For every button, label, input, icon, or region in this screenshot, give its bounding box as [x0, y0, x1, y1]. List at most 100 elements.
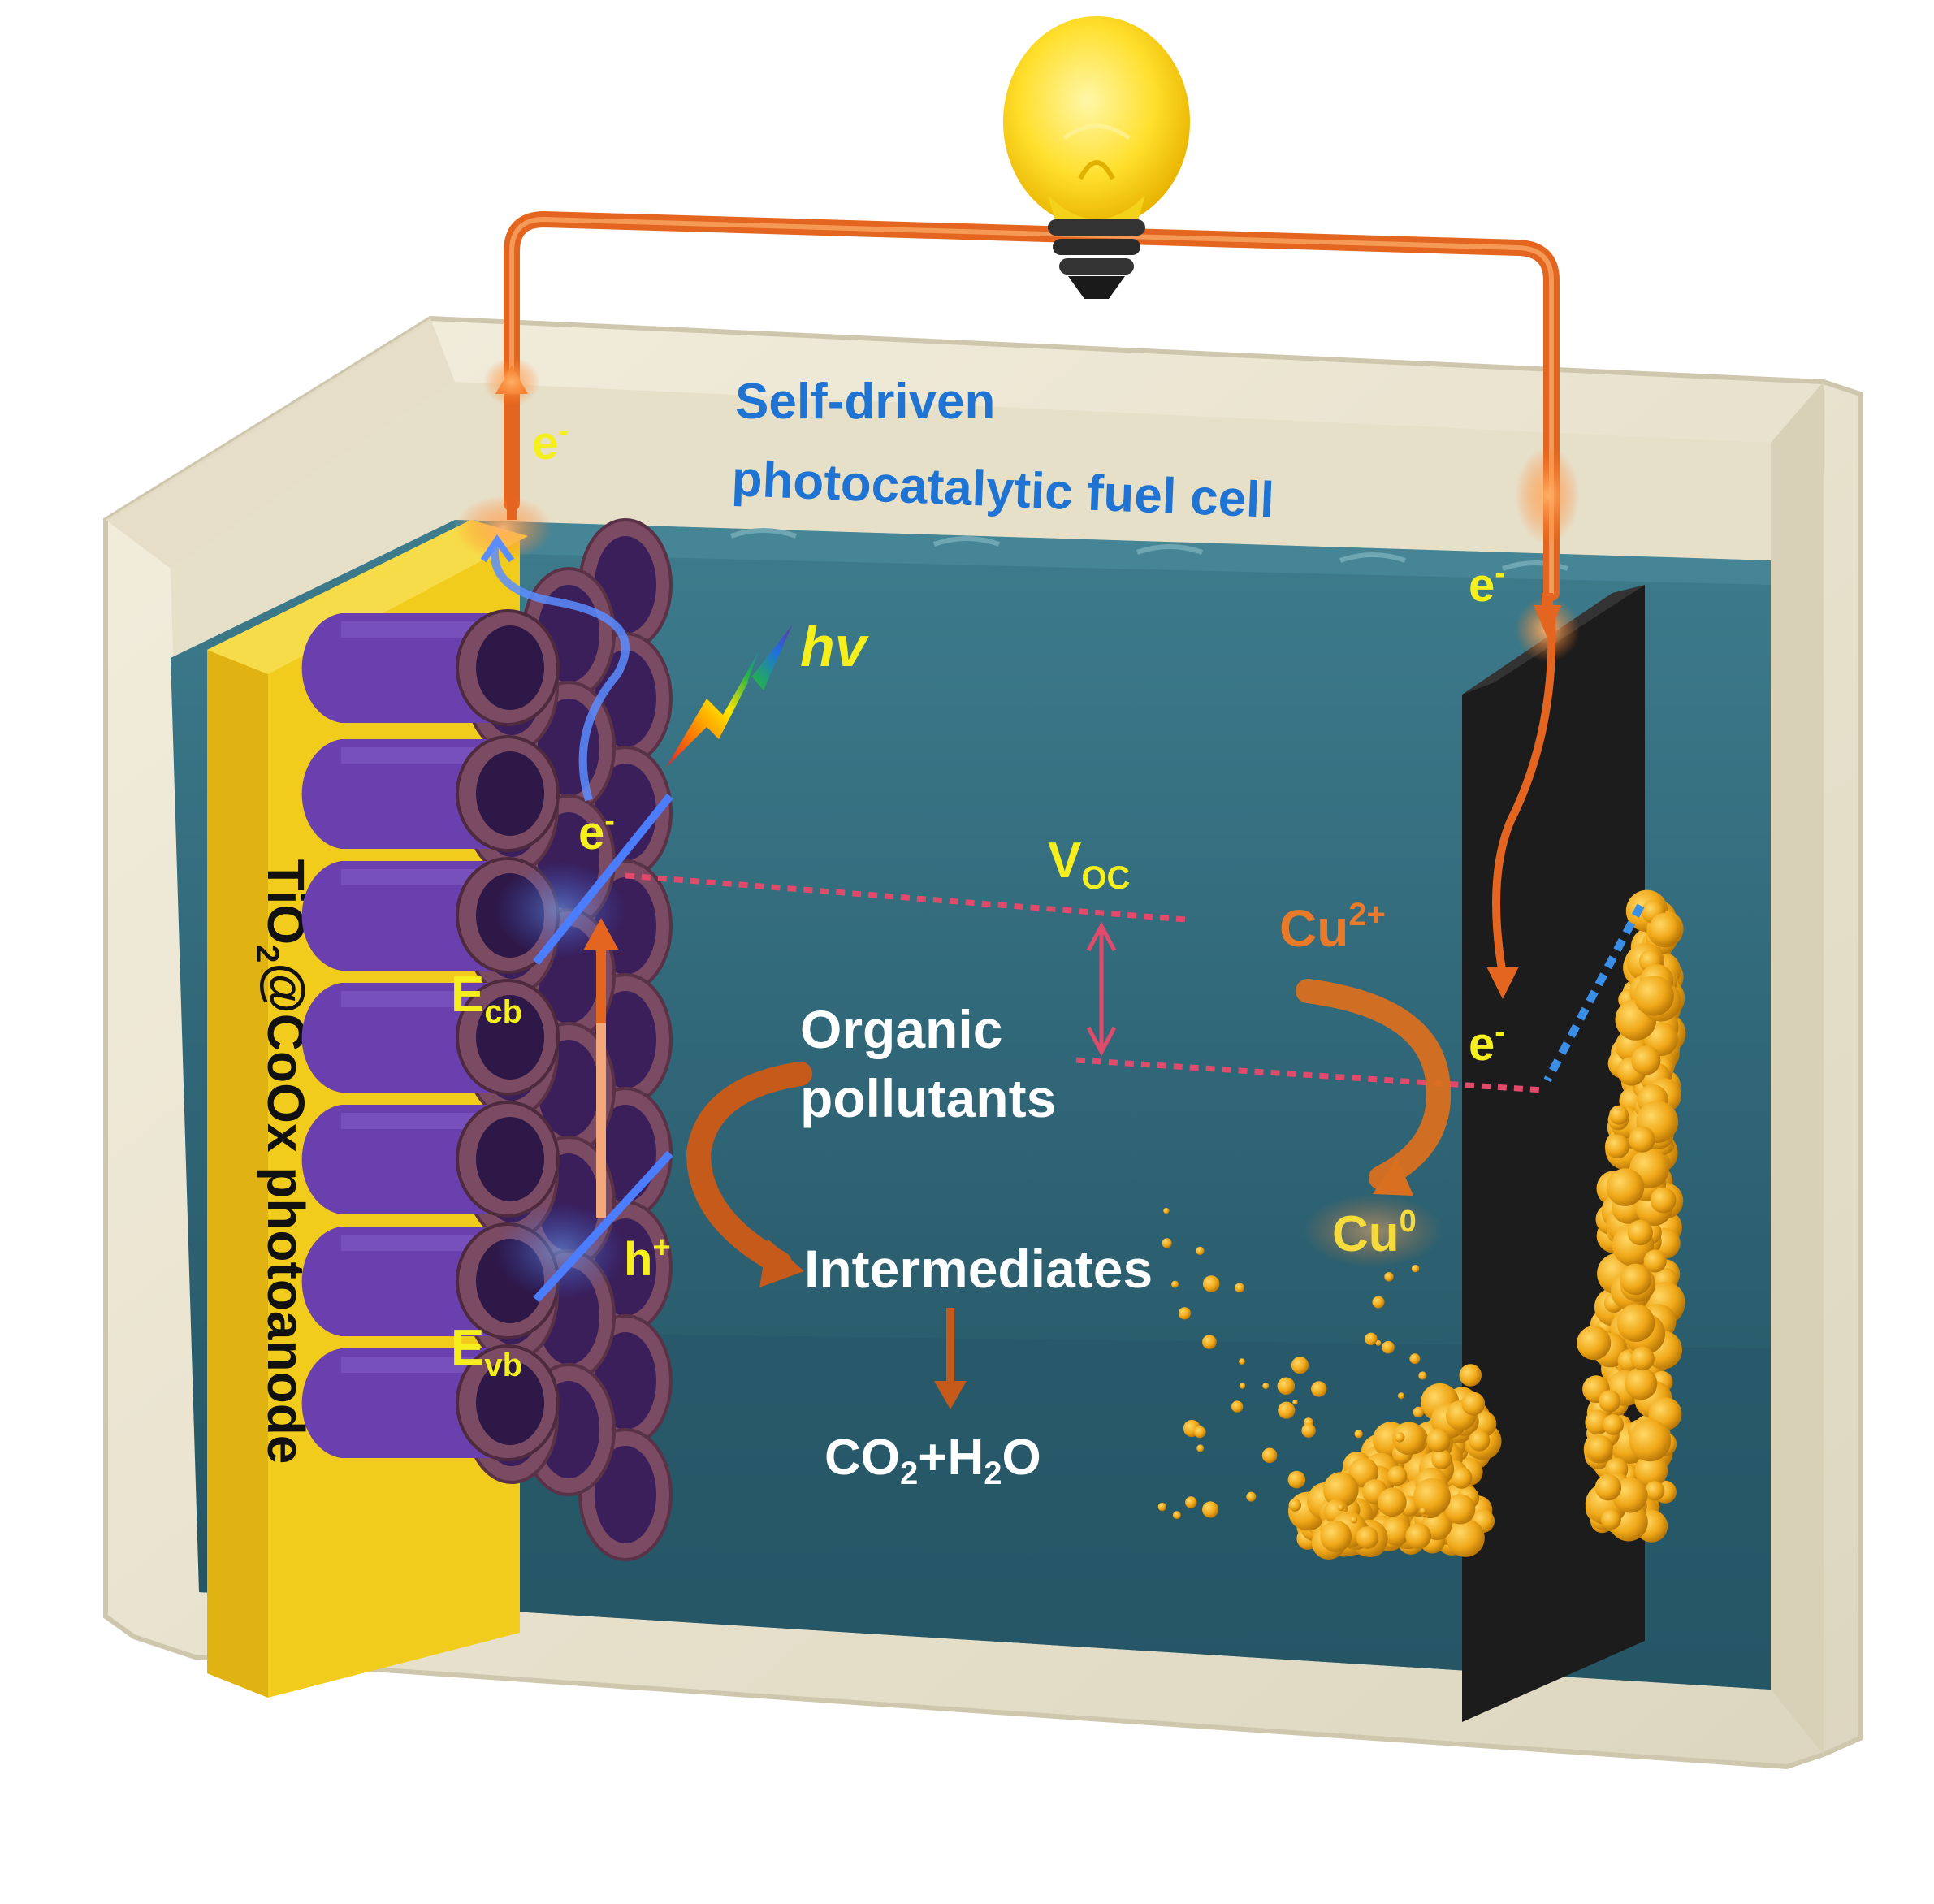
copper-particle: [1288, 1499, 1302, 1512]
conduction-band-line: [533, 793, 673, 966]
copper-particle: [1202, 1335, 1217, 1349]
cathode-electron-flow: [1486, 447, 1580, 999]
copper-particle: [1381, 1517, 1411, 1546]
organic-pollutants-label-line2: pollutants: [800, 1068, 1056, 1128]
nanotube-highlight: [341, 1235, 504, 1251]
wave: [730, 528, 797, 539]
copper-particle: [1650, 1187, 1677, 1214]
copper-particle: [1603, 1414, 1624, 1435]
copper-particle: [1451, 1467, 1473, 1489]
nanotube-highlight: [341, 621, 504, 638]
copper-particle: [1246, 1491, 1257, 1502]
copper-particle: [1609, 1105, 1629, 1125]
copper-particle: [1287, 1470, 1306, 1489]
light-photon-icon: hv: [666, 615, 870, 768]
copper-particle: [1382, 1340, 1395, 1354]
copper-particle: [1384, 1272, 1394, 1282]
nanotube-inner: [476, 995, 544, 1080]
copper-particle: [1277, 1377, 1296, 1396]
copper-particle: [1405, 1523, 1431, 1549]
copper-particle: [1322, 1472, 1359, 1508]
copper-particle: [1356, 1526, 1379, 1549]
copper-particle: [1395, 1432, 1405, 1443]
electron-label-cb: e-: [578, 804, 615, 859]
ecb-label: Ecb: [451, 967, 522, 1030]
copper-particle: [1630, 1346, 1655, 1371]
copper-particle: [1262, 1383, 1270, 1390]
copper-particle: [1594, 1474, 1622, 1501]
wave: [933, 536, 1000, 547]
copper-particle: [1413, 1406, 1425, 1418]
copper-particle: [1235, 1283, 1244, 1293]
cu2-label: Cu2+: [1279, 897, 1386, 958]
copper-particle: [1444, 1494, 1476, 1525]
copper-particle: [1163, 1207, 1170, 1214]
copper-particle: [1202, 1275, 1220, 1292]
copper-particle: [1157, 1502, 1167, 1512]
nanotube-highlight: [341, 991, 504, 1007]
copper-particle: [1461, 1391, 1486, 1416]
copper-particle: [1261, 1447, 1278, 1464]
copper-particle: [1431, 1448, 1452, 1469]
nanotube-highlight: [341, 869, 504, 885]
copper-particle: [1239, 1383, 1246, 1389]
wave: [1136, 544, 1203, 555]
voc-label: VOC: [1048, 833, 1130, 896]
hole-label: h+: [624, 1231, 671, 1286]
copper-particle: [1627, 1219, 1653, 1245]
copper-particle: [1301, 1423, 1316, 1438]
organic-pollutants-label-line1: Organic: [800, 999, 1002, 1059]
copper-particle: [1377, 1487, 1407, 1517]
nanotube-inner: [476, 1361, 544, 1445]
copper-particle: [1372, 1296, 1385, 1309]
copper-particle: [1620, 1263, 1652, 1296]
nanotube-highlight: [341, 1113, 504, 1129]
hv-label: hv: [800, 615, 870, 678]
band-diagram: [495, 793, 673, 1303]
copper-particle: [1446, 1518, 1485, 1557]
wave: [1339, 552, 1406, 563]
title-line1: Self-driven: [735, 374, 995, 430]
copper-particle: [1645, 1481, 1665, 1501]
copper-particle: [1239, 1358, 1245, 1365]
copper-particle: [1196, 1246, 1205, 1255]
copper-particle: [1320, 1521, 1352, 1552]
copper-particle: [1599, 1390, 1621, 1413]
copper-particle: [1337, 1504, 1344, 1512]
copper-particle: [1426, 1428, 1451, 1452]
cu0-label: Cu0: [1332, 1205, 1417, 1262]
copper-particle: [1387, 1465, 1408, 1486]
tio2-nanotube-array: [301, 518, 673, 1561]
copper-particle: [1171, 1280, 1179, 1288]
copper-particle: [1231, 1400, 1244, 1413]
copper-particle: [1194, 1426, 1206, 1439]
copper-particle: [1413, 1478, 1451, 1516]
copper-particle: [1643, 1249, 1667, 1273]
copper-particle: [1631, 1045, 1661, 1075]
copper-particle: [1178, 1307, 1191, 1320]
copper-particle: [1291, 1357, 1309, 1374]
nanotube-inner: [476, 625, 544, 710]
lightbulb-icon: [1003, 16, 1190, 299]
electron-label-cathode: e-: [1469, 1015, 1505, 1071]
copper-particle: [1606, 1168, 1645, 1206]
copper-particle: [1629, 1419, 1672, 1462]
external-circuit: [504, 210, 1560, 601]
copper-particle: [1350, 1516, 1358, 1524]
copper-particle: [1409, 1353, 1421, 1365]
copper-deposit: [1157, 889, 1686, 1560]
copper-particle: [1392, 1422, 1426, 1456]
copper-particle: [1634, 1454, 1668, 1487]
copper-particle: [1601, 1509, 1621, 1530]
copper-particle: [1419, 1508, 1426, 1514]
copper-reduction-arrow: [1296, 979, 1452, 1196]
nanotube-inner: [476, 1117, 544, 1201]
nanotube-highlight: [341, 1357, 504, 1373]
copper-particle: [1311, 1381, 1327, 1397]
nanotube-highlight: [341, 747, 504, 764]
copper-particle: [1616, 1304, 1655, 1342]
pollutant-degradation-arrows: [686, 1062, 967, 1409]
electron-label-cathode-top: e-: [1469, 556, 1505, 612]
copper-particle: [1648, 912, 1682, 946]
copper-particle: [1162, 1238, 1172, 1248]
